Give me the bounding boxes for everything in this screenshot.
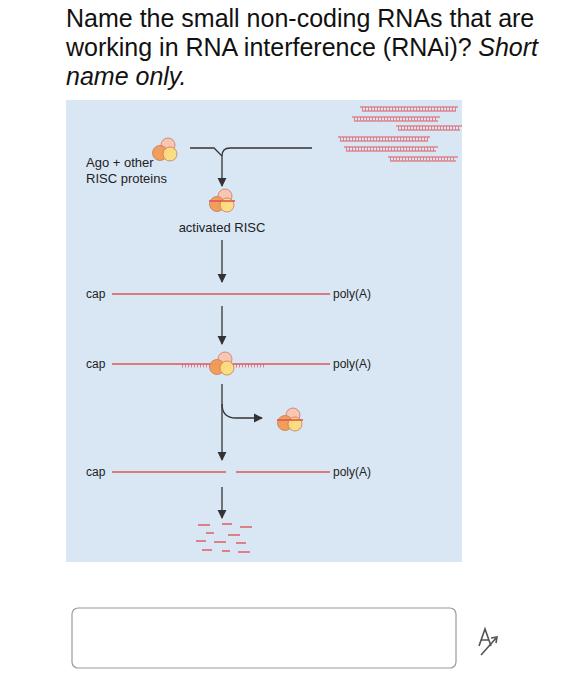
question-heading: Name the small non-coding RNAs that are … [66, 4, 541, 91]
rna-fragment [222, 550, 230, 551]
rna-strand [388, 156, 458, 157]
mrna-band: cap poly(A) [80, 282, 392, 306]
rna-fragment [228, 534, 240, 535]
node-label: activated RISC [170, 220, 274, 236]
mrna-strand [236, 471, 330, 472]
polya-label: poly(A) [333, 357, 371, 371]
base-pairs [340, 138, 428, 141]
guide-strand [277, 419, 303, 421]
flow-arrow [221, 240, 222, 282]
mrna-band: cap poly(A) [80, 344, 392, 384]
merge-line [222, 148, 312, 156]
sirna-duplex [396, 126, 462, 130]
mrna-strand [112, 293, 330, 294]
rna-strand [354, 120, 438, 121]
rna-strand [398, 129, 460, 130]
flow-arrow [190, 148, 222, 186]
protein-subunit [288, 417, 302, 431]
answer-input [72, 608, 456, 668]
flow-arrow [221, 384, 222, 460]
cap-label: cap [86, 465, 105, 479]
protein-subunit [220, 361, 234, 375]
sirna-duplex [360, 107, 458, 111]
protein-subunit [220, 198, 234, 212]
sirna-duplex [352, 117, 440, 121]
rna-strand [396, 125, 462, 126]
base-pairs [346, 148, 436, 151]
release-arrow [222, 404, 262, 418]
degradation-arrow [221, 487, 222, 518]
risc-complex [210, 352, 235, 375]
rna-strand [360, 106, 458, 107]
rna-fragment [206, 532, 214, 533]
rna-fragment [238, 551, 250, 552]
rna-strand [390, 160, 456, 161]
diagram-panel [66, 100, 462, 562]
protein-group: Ago + other RISC proteins [84, 128, 190, 190]
base-pairs [390, 158, 456, 161]
sirna-duplex [388, 157, 458, 161]
cap-label: cap [86, 287, 105, 301]
rna-fragment [202, 549, 212, 550]
base-pairs [354, 118, 438, 121]
rna-fragment [240, 526, 252, 527]
polya-label: poly(A) [333, 287, 371, 301]
cap-label: cap [86, 357, 105, 371]
sirna-duplex [344, 147, 438, 151]
rna-strand [362, 110, 456, 111]
mrna-strand [112, 471, 226, 472]
rna-fragment [214, 541, 226, 542]
rna-fragment [222, 523, 232, 524]
activated-risc: activated RISC [170, 186, 274, 240]
mrna-band: cap poly(A) [80, 460, 392, 484]
rna-strand [344, 146, 438, 147]
rna-fragment [196, 540, 206, 541]
risc-complex [209, 189, 235, 212]
node-label: Ago + other RISC proteins [86, 155, 178, 187]
polya-label: poly(A) [333, 465, 371, 479]
base-pairs [398, 127, 460, 130]
question-text: Name the small non-coding RNAs that are … [66, 4, 534, 61]
rna-strand [346, 150, 436, 151]
rna-strand [340, 140, 428, 141]
protein-subunit [163, 147, 177, 161]
sirna-duplex [338, 137, 430, 141]
rna-fragment [236, 542, 246, 543]
guide-strand [209, 200, 235, 202]
base-pairs [362, 108, 456, 111]
rna-strand [338, 136, 430, 137]
flow-arrow [221, 306, 222, 344]
icon-glyph [481, 637, 497, 655]
icon-glyph [479, 629, 491, 646]
spellcheck-icon [479, 629, 497, 655]
risc-complex [153, 138, 178, 161]
rna-fragment [198, 524, 210, 525]
rna-strand [352, 116, 440, 117]
risc-complex [277, 408, 303, 431]
